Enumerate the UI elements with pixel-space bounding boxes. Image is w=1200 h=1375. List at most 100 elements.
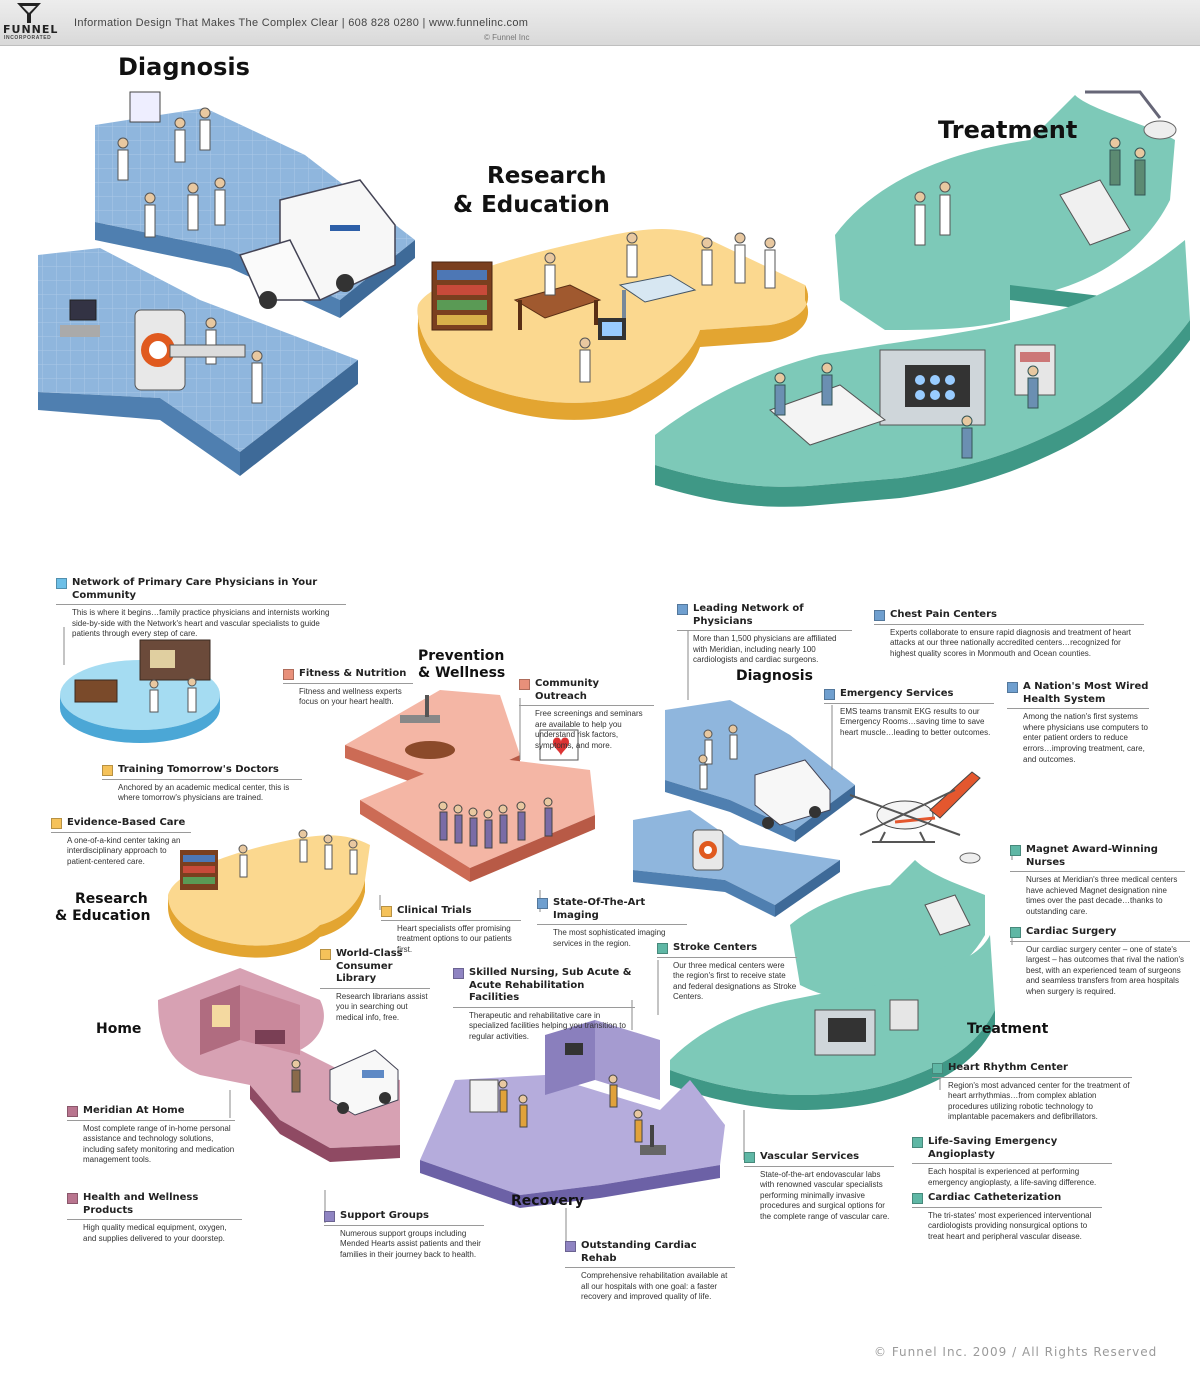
callout-title: Meridian At Home xyxy=(83,1105,185,1116)
map-treatment-title: Treatment xyxy=(967,1021,1049,1037)
home-color-square xyxy=(67,1106,78,1117)
callout-body: Research librarians assist you in search… xyxy=(336,991,428,1022)
callout-title: Clinical Trials xyxy=(397,905,472,916)
diagnosis-color-square xyxy=(824,689,835,700)
callout-body: State-of-the-art endovascular labs with … xyxy=(760,1169,890,1222)
callout-body: Anchored by an academic medical center, … xyxy=(118,782,290,803)
callout-body: This is where it begins…family practice … xyxy=(72,608,330,639)
callout-leading-network: Leading Network of Physicians More than … xyxy=(677,603,852,666)
treadmill-icon xyxy=(400,695,440,723)
callout-emergency: Emergency Services EMS teams transmit EK… xyxy=(824,688,994,738)
callout-title: Outstanding Cardiac Rehab xyxy=(581,1240,697,1264)
callout-body: More than 1,500 physicians are affiliate… xyxy=(693,634,837,665)
diagnosis-color-square xyxy=(537,898,548,909)
recovery-platform xyxy=(420,1020,725,1208)
delivery-van-icon xyxy=(329,1049,399,1116)
callout-title: Health and Wellness Products xyxy=(83,1192,199,1216)
callout-title: Support Groups xyxy=(340,1210,429,1221)
top-treatment-platform xyxy=(655,90,1190,507)
callout-title: Magnet Award-Winning Nurses xyxy=(1026,844,1158,868)
computer-workstation-icon xyxy=(60,299,100,337)
callout-community: Community Outreach Free screenings and s… xyxy=(519,678,654,752)
callout-rehab: Outstanding Cardiac Rehab Comprehensive … xyxy=(565,1240,735,1303)
callout-title: Training Tomorrow's Doctors xyxy=(118,764,279,775)
top-research-platform xyxy=(417,228,809,420)
research-color-square xyxy=(51,818,62,829)
callout-title: Cardiac Surgery xyxy=(1026,926,1117,937)
diagnosis-color-square xyxy=(874,610,885,621)
callout-title: Skilled Nursing, Sub Acute & Acute Rehab… xyxy=(469,967,632,1003)
header-copyright: © Funnel Inc xyxy=(484,33,530,42)
funnel-logo-icon xyxy=(17,3,41,23)
callout-title: Evidence-Based Care xyxy=(67,817,186,828)
map-treatment-platform xyxy=(670,852,995,1110)
callout-title: Vascular Services xyxy=(760,1151,860,1162)
map-research-platform xyxy=(168,829,370,958)
callout-body: Our three medical centers were the regio… xyxy=(673,960,797,1002)
callout-title: Life-Saving Emergency Angioplasty xyxy=(928,1136,1058,1160)
bookshelf-icon xyxy=(431,261,493,331)
home-platform xyxy=(158,968,400,1162)
exercise-bike-icon xyxy=(640,1125,666,1155)
callout-title: State-Of-The-Art Imaging xyxy=(553,897,646,921)
top-treatment-title: Treatment xyxy=(938,116,1078,144)
treatment-color-square xyxy=(912,1193,923,1204)
recovery-color-square xyxy=(453,968,464,979)
callout-evidence: Evidence-Based Care A one-of-a-kind cent… xyxy=(51,817,191,867)
recovery-color-square xyxy=(565,1241,576,1252)
treatment-color-square xyxy=(744,1152,755,1163)
diagnosis-color-square xyxy=(677,604,688,615)
callout-body: Fitness and wellness experts focus on yo… xyxy=(299,686,402,707)
callout-primary-care: Network of Primary Care Physicians in Yo… xyxy=(56,577,346,640)
treatment-color-square xyxy=(932,1063,943,1074)
helicopter-icon xyxy=(849,771,981,843)
map-ambulance-icon xyxy=(754,759,831,829)
surgical-light-icon xyxy=(1085,90,1177,140)
home-title: Home xyxy=(96,1021,142,1037)
callout-clinical: Clinical Trials Heart specialists offer … xyxy=(381,905,521,955)
callout-body: Region's most advanced center for the tr… xyxy=(948,1080,1130,1122)
callout-skilled: Skilled Nursing, Sub Acute & Acute Rehab… xyxy=(453,967,635,1042)
callout-body: Experts collaborate to ensure rapid diag… xyxy=(890,627,1132,658)
callout-body: Among the nation's first systems where p… xyxy=(1023,712,1148,764)
callout-body: Nurses at Meridian's three medical cente… xyxy=(1026,875,1178,916)
diagnosis-color-square xyxy=(1007,682,1018,693)
ambulance-icon xyxy=(238,179,396,309)
callout-wired: A Nation's Most Wired Health System Amon… xyxy=(1007,681,1149,765)
callout-body: The most sophisticated imaging services … xyxy=(553,928,666,948)
map-bookshelf-icon xyxy=(180,850,218,890)
header-tagline: Information Design That Makes The Comple… xyxy=(74,17,529,29)
top-research-title-line1: Research xyxy=(487,163,607,189)
prevention-color-square xyxy=(283,669,294,680)
callout-fitness: Fitness & Nutrition Fitness and wellness… xyxy=(283,668,413,708)
treatment-color-square xyxy=(912,1137,923,1148)
prevention-wellness-platform xyxy=(345,690,595,882)
header-bar: FUNNEL INCORPORATED Information Design T… xyxy=(0,0,1200,46)
map-diagnosis-platform xyxy=(633,700,855,917)
callout-support: Support Groups Numerous support groups i… xyxy=(324,1210,484,1260)
mri-machine-icon xyxy=(692,829,724,871)
callout-body: Heart specialists offer promising treatm… xyxy=(397,923,512,954)
treatment-color-square xyxy=(657,943,668,954)
cath-lab-table-icon xyxy=(769,384,887,446)
map-equipment-cabinet-icon xyxy=(889,999,919,1031)
callout-title: Chest Pain Centers xyxy=(890,609,997,620)
xray-viewer-icon xyxy=(129,91,161,123)
callout-magnet: Magnet Award-Winning Nurses Nurses at Me… xyxy=(1010,844,1185,918)
callout-body: Comprehensive rehabilitation available a… xyxy=(581,1271,728,1302)
callout-title: Fitness & Nutrition xyxy=(299,668,407,679)
callout-title: Heart Rhythm Center xyxy=(948,1062,1068,1073)
primary-care-clinic-icon xyxy=(139,639,211,681)
callout-title: Emergency Services xyxy=(840,688,954,699)
map-operating-table-icon xyxy=(924,894,971,936)
research-color-square xyxy=(102,765,113,776)
monitor-icon xyxy=(598,318,626,340)
map-research-title-line1: Research xyxy=(75,891,148,907)
logo-subtitle: INCORPORATED xyxy=(4,35,52,41)
callout-library: World-Class Consumer Library Research li… xyxy=(320,948,430,1023)
callout-title: Stroke Centers xyxy=(673,942,758,953)
callout-body: EMS teams transmit EKG results to our Em… xyxy=(840,706,991,737)
research-color-square xyxy=(320,949,331,960)
treatment-color-square xyxy=(1010,845,1021,856)
callout-title: A Nation's Most Wired Health System xyxy=(1023,681,1149,705)
